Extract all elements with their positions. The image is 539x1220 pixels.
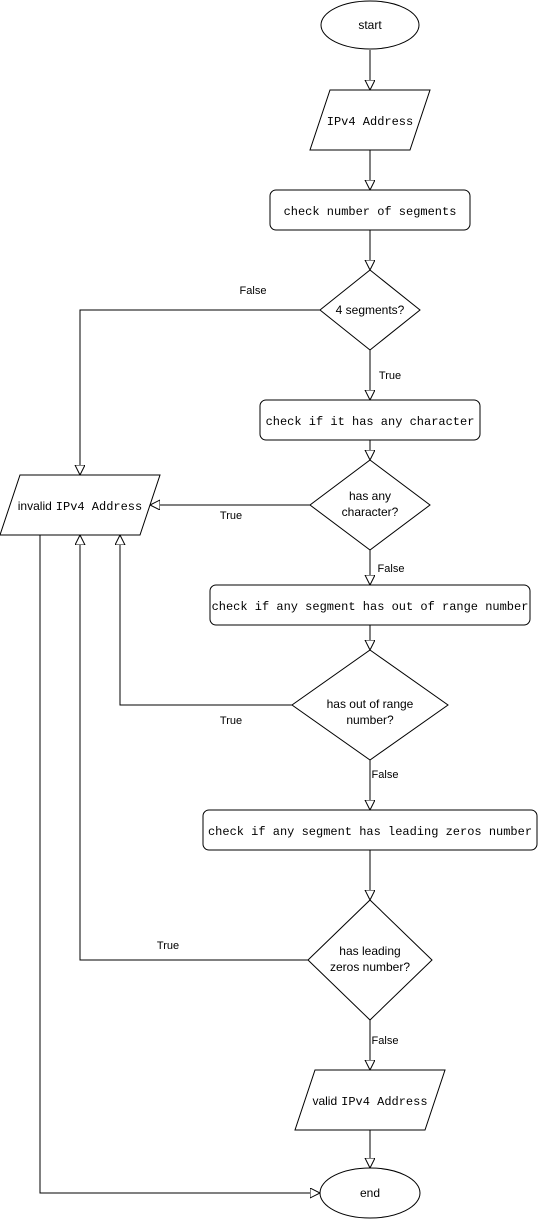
node-decision-segments[interactable]: 4 segments? [319,269,421,351]
check-leading-process [202,809,538,851]
check-leading-label: check if any segment has leading zeros n… [208,825,532,839]
node-decision-leading[interactable]: has leading zeros number? [307,899,433,1021]
start-label: start [358,18,382,32]
decision-range-diamond [291,649,449,761]
node-check-character[interactable]: check if it has any character [259,399,481,441]
edge-label-character-true: True [220,510,242,522]
edge-label-segments-false: False [240,285,267,297]
edges [39,50,370,1193]
valid-parallelogram [294,1069,446,1131]
node-valid[interactable]: valid IPv4 Address [294,1069,446,1131]
decision-leading-line2: zeros number? [330,960,410,974]
check-segments-label: check number of segments [284,205,457,219]
invalid-label-word: invalid [18,499,52,513]
start-terminal [320,0,420,50]
edge-label-leading-false: False [372,1035,399,1047]
edge-label-segments-true: True [379,370,401,382]
decision-segments-label: 4 segments? [336,303,405,317]
node-check-range[interactable]: check if any segment has out of range nu… [209,584,531,626]
invalid-parallelogram [0,474,161,536]
node-decision-character[interactable]: has any character? [309,459,431,551]
decision-leading-line1: has leading [339,944,400,958]
check-character-label: check if it has any character [266,415,475,429]
decision-leading-diamond [307,899,433,1021]
edge-leading-true-to-invalid [80,535,308,961]
end-terminal [319,1167,421,1219]
edge-label-range-false: False [372,769,399,781]
decision-character-line1: has any [349,489,391,503]
end-label: end [360,1186,380,1200]
edge-label-character-false: False [378,563,405,575]
check-segments-process [269,189,471,231]
decision-range-line1: has out of range [327,697,414,711]
edge-segments-false-to-invalid [80,309,320,475]
check-range-process [209,584,531,626]
edge-label-leading-true: True [157,940,179,952]
invalid-label-address: IPv4 Address [56,500,142,514]
decision-character-line2: character? [342,505,399,519]
node-input[interactable]: IPv4 Address [309,89,431,151]
check-range-label: check if any segment has out of range nu… [212,600,529,614]
check-character-process [259,399,481,441]
decision-range-line2: number? [346,713,394,727]
node-start[interactable]: start [320,0,420,50]
edge-invalid-to-end [39,535,320,1193]
node-decision-range[interactable]: has out of range number? [291,649,449,761]
node-end[interactable]: end [319,1167,421,1219]
valid-label: valid IPv4 Address [312,1094,427,1109]
edge-label-range-true: True [220,715,242,727]
node-check-segments[interactable]: check number of segments [269,189,471,231]
valid-label-address: IPv4 Address [341,1095,427,1109]
decision-character-diamond [309,459,431,551]
invalid-label: invalid IPv4 Address [18,499,142,514]
input-parallelogram [309,89,431,151]
edge-labels: False True True False True False True Fa… [157,285,405,1047]
edge-range-true-to-invalid [120,535,292,706]
valid-label-word: valid [312,1094,337,1108]
decision-segments-diamond [319,269,421,351]
node-check-leading[interactable]: check if any segment has leading zeros n… [202,809,538,851]
input-label: IPv4 Address [327,115,413,129]
node-invalid[interactable]: invalid IPv4 Address [0,474,161,536]
